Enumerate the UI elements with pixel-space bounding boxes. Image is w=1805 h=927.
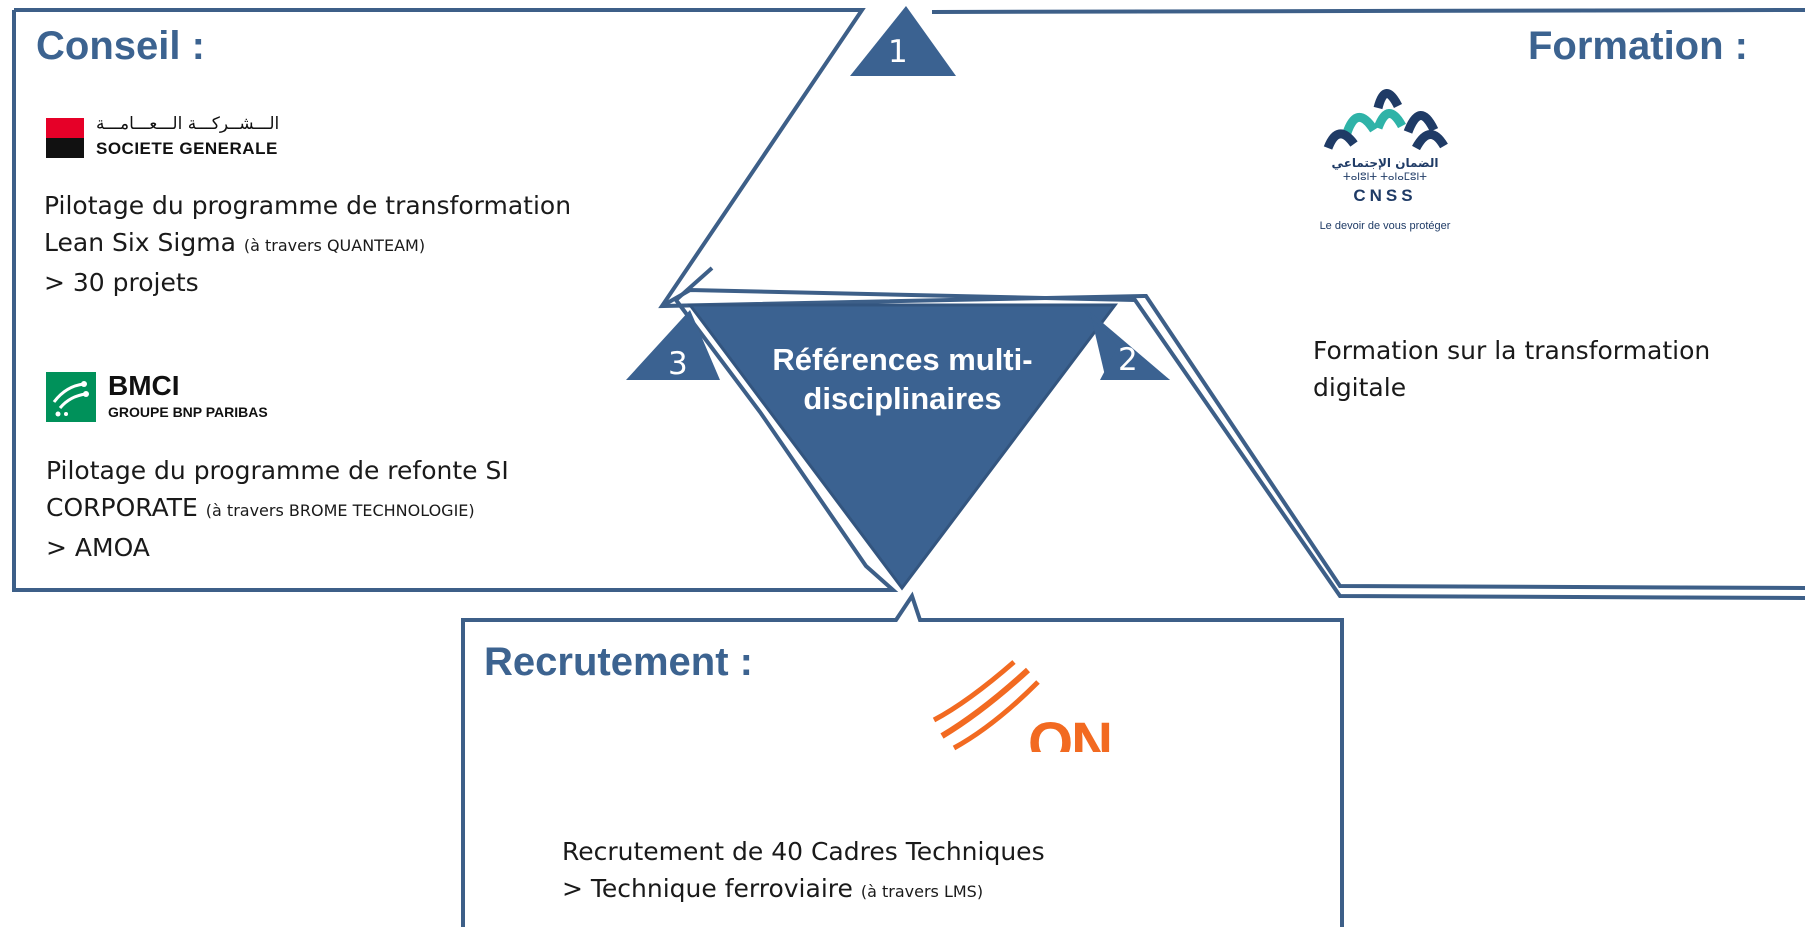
sg-logo-black-square bbox=[46, 138, 84, 158]
recrutement-desc: Recrutement de 40 Cadres Techniques > Te… bbox=[562, 833, 1045, 910]
center-triangle bbox=[687, 303, 1119, 591]
triangle-2-body bbox=[1088, 316, 1170, 380]
oncf-logo-text: ON bbox=[1028, 711, 1113, 752]
bnp-stars-icon bbox=[52, 381, 89, 417]
client2-desc-note: (à travers BROME TECHNOLOGIE) bbox=[205, 501, 475, 520]
client2-desc-line3: > AMOA bbox=[46, 533, 150, 562]
client1-desc-note: (à travers QUANTEAM) bbox=[243, 236, 426, 255]
recrutement-panel-outline bbox=[461, 591, 1344, 927]
bmci-logo-title: BMCI bbox=[108, 370, 180, 401]
cnss-logo-tagline: Le devoir de vous protéger bbox=[1319, 220, 1451, 232]
oncf-swoosh-icon bbox=[932, 660, 1040, 751]
step-number-1: 1 bbox=[888, 34, 908, 70]
client1-desc-line1: Pilotage du programme de transformation bbox=[44, 191, 572, 220]
bmci-logo-square bbox=[46, 372, 96, 422]
center-title: Références multi- disciplinaires bbox=[730, 340, 1075, 418]
oncf-logo: ON bbox=[928, 656, 1158, 752]
conseil-panel-outline bbox=[14, 8, 1805, 590]
sg-logo-arabic: الـــشــركـــة الـــعـــامـــة bbox=[96, 114, 280, 134]
formation-panel-top bbox=[931, 8, 1805, 14]
formation-desc-line2: digitale bbox=[1313, 373, 1407, 402]
formation-desc: Formation sur la transformation digitale bbox=[1313, 332, 1710, 406]
center-title-line1: Références multi- bbox=[772, 342, 1033, 377]
formation-desc-line1: Formation sur la transformation bbox=[1313, 336, 1711, 365]
cnss-logo-tifinagh: ⵜⴰⵏⵓⵏⵜ ⵜⴰⵏⴰⵎⵓⵏⵜ bbox=[1343, 172, 1427, 183]
recrutement-heading: Recrutement : bbox=[484, 640, 753, 684]
recrutement-desc-line2: > Technique ferroviaire (à travers LMS) bbox=[562, 874, 984, 903]
step-number-3: 3 bbox=[668, 346, 688, 382]
conseil-client2-desc: Pilotage du programme de refonte SI CORP… bbox=[46, 452, 509, 566]
cnss-logo-text: CNSS bbox=[1353, 186, 1417, 205]
conseil-client1-desc: Pilotage du programme de transformation … bbox=[44, 187, 571, 301]
formation-heading: Formation : bbox=[1528, 24, 1748, 68]
recrutement-desc-line1: Recrutement de 40 Cadres Techniques bbox=[562, 837, 1045, 866]
client2-desc-line2: CORPORATE (à travers BROME TECHNOLOGIE) bbox=[46, 493, 475, 522]
client2-desc-line1: Pilotage du programme de refonte SI bbox=[46, 456, 509, 485]
sg-logo-text: SOCIETE GENERALE bbox=[96, 139, 278, 158]
client1-desc-line2: Lean Six Sigma (à travers QUANTEAM) bbox=[44, 228, 426, 257]
center-title-line2: disciplinaires bbox=[803, 381, 1002, 416]
bmci-logo-subtitle: GROUPE BNP PARIBAS bbox=[108, 404, 268, 420]
cnss-logo: الضمان الإجتماعي ⵜⴰⵏⵓⵏⵜ ⵜⴰⵏⴰⵎⵓⵏⵜ CNSS Le… bbox=[1290, 78, 1480, 243]
step-number-2: 2 bbox=[1118, 342, 1138, 378]
recrutement-desc-note: (à travers LMS) bbox=[860, 882, 984, 901]
triangle-3 bbox=[626, 310, 720, 380]
formation-panel-inner bbox=[661, 287, 1805, 600]
client1-desc-line3: > 30 projets bbox=[44, 268, 199, 297]
bmci-logo: BMCI GROUPE BNP PARIBAS bbox=[46, 370, 346, 432]
societe-generale-logo: الـــشــركـــة الـــعـــامـــة SOCIETE G… bbox=[46, 114, 326, 166]
sg-logo-red-square bbox=[46, 118, 84, 138]
cnss-arches-icon bbox=[1323, 89, 1448, 150]
triangle-1 bbox=[850, 6, 956, 76]
conseil-heading: Conseil : bbox=[36, 24, 205, 68]
cnss-logo-arabic: الضمان الإجتماعي bbox=[1331, 156, 1439, 170]
